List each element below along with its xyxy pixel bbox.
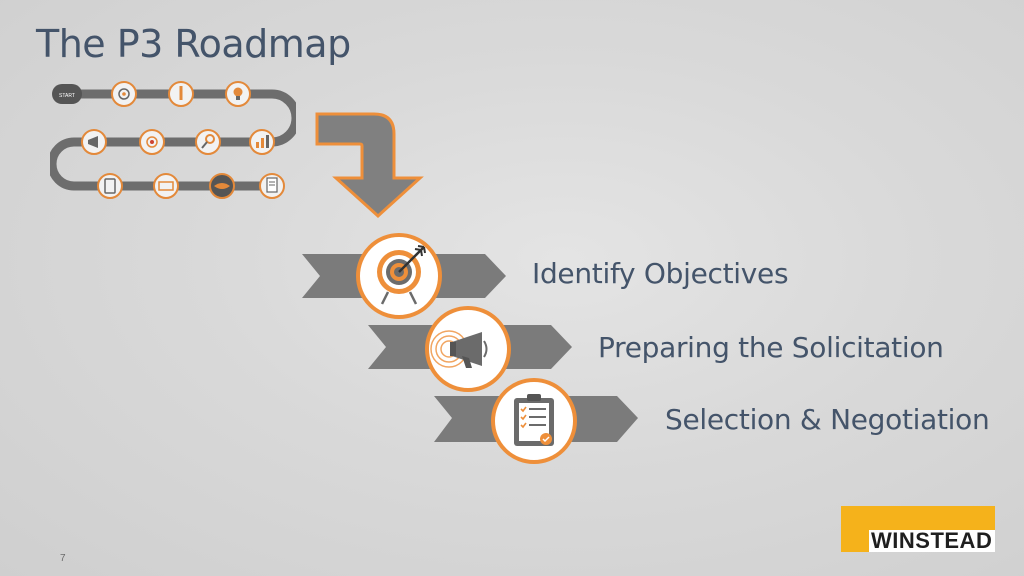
clipboard-checklist-icon	[514, 394, 554, 446]
tablet-icon	[97, 173, 123, 199]
step-banner-1	[302, 233, 506, 319]
megaphone-icon	[81, 129, 107, 155]
contract-icon	[259, 173, 285, 199]
target-icon	[111, 81, 137, 107]
pen-icon	[168, 81, 194, 107]
money-icon	[153, 173, 179, 199]
roadmap-mini-diagram: START	[50, 81, 296, 199]
step-label-2: Preparing the Solicitation	[598, 331, 944, 364]
logo-text: WINSTEAD	[871, 528, 993, 553]
roadmap-start-label: START	[59, 93, 75, 99]
step-banner-3	[434, 378, 638, 464]
megaphone-icon	[430, 330, 488, 368]
slide-title: The P3 Roadmap	[36, 22, 351, 66]
bar-chart-icon	[249, 129, 275, 155]
target-with-arrow-icon	[377, 245, 426, 305]
roadmap-start-node: START	[52, 84, 82, 104]
step-banner-2	[368, 306, 572, 392]
bullseye-icon	[139, 129, 165, 155]
winstead-logo: WINSTEAD	[841, 506, 995, 553]
down-arrow	[315, 112, 424, 219]
page-number: 7	[60, 553, 66, 564]
step-label-3: Selection & Negotiation	[665, 403, 990, 436]
magnifier-icon	[195, 129, 221, 155]
lightbulb-icon	[225, 81, 251, 107]
logo-white-block	[869, 530, 995, 552]
step-label-1: Identify Objectives	[532, 257, 789, 290]
handshake-icon	[209, 173, 235, 199]
